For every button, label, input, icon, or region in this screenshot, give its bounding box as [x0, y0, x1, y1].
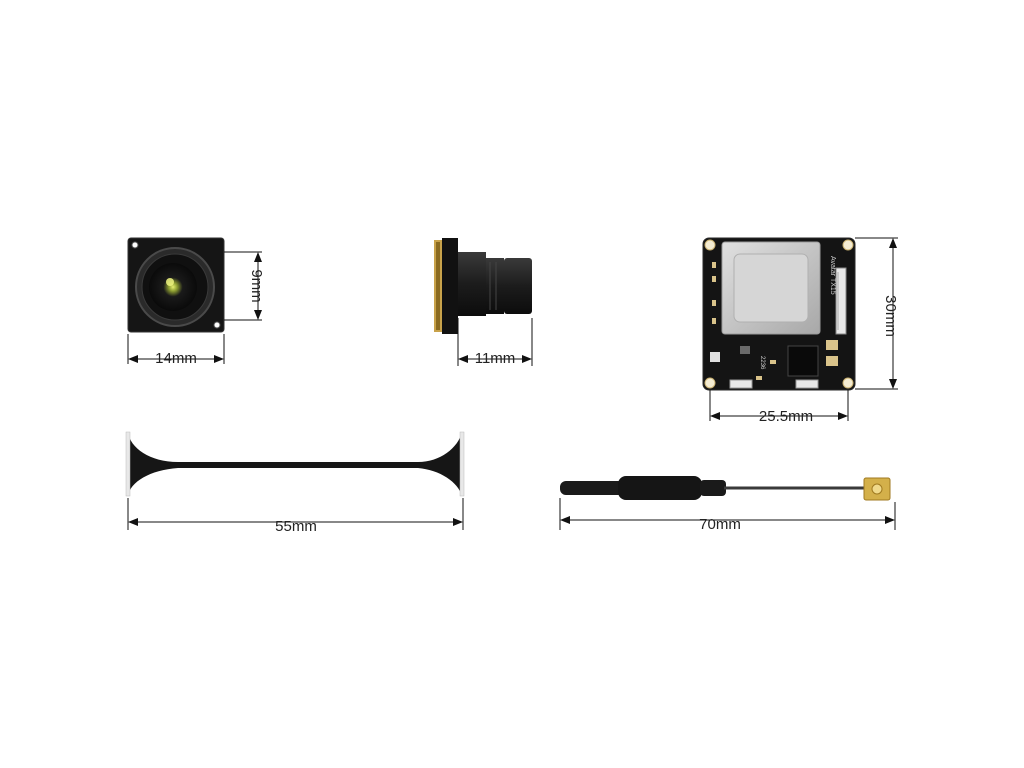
dipole-antenna — [125, 431, 465, 497]
antenna-cable-length-label: 70mm — [699, 516, 741, 533]
camera-front-height-label: 9mm — [248, 269, 265, 302]
vtx-height-label: 30mm — [882, 295, 899, 337]
camera-front-width-label: 14mm — [155, 350, 197, 367]
cable-antenna — [560, 476, 891, 501]
dimension-camera-front-height: 9mm — [224, 251, 265, 321]
camera-side-depth-label: 11mm — [475, 350, 516, 367]
camera-front-view — [127, 237, 225, 333]
board-code-text: 2236 — [759, 356, 765, 370]
ufl-connector — [863, 477, 891, 501]
dimension-vtx-height: 30mm — [855, 237, 899, 390]
vtx-board: Avatar TX15 2236 — [702, 237, 856, 391]
antenna-dipole-length-label: 55mm — [275, 518, 317, 535]
dimension-camera-front-width: 14mm — [127, 334, 225, 367]
dimension-camera-side-depth: 11mm — [457, 318, 533, 367]
dimension-antenna-cable-length: 70mm — [559, 498, 896, 533]
board-model-text: Avatar TX15 — [829, 256, 836, 295]
dimension-vtx-width: 25.5mm — [709, 390, 849, 425]
vtx-width-label: 25.5mm — [759, 408, 813, 425]
camera-side-view — [434, 238, 532, 334]
dimension-antenna-dipole-length: 55mm — [127, 498, 464, 535]
